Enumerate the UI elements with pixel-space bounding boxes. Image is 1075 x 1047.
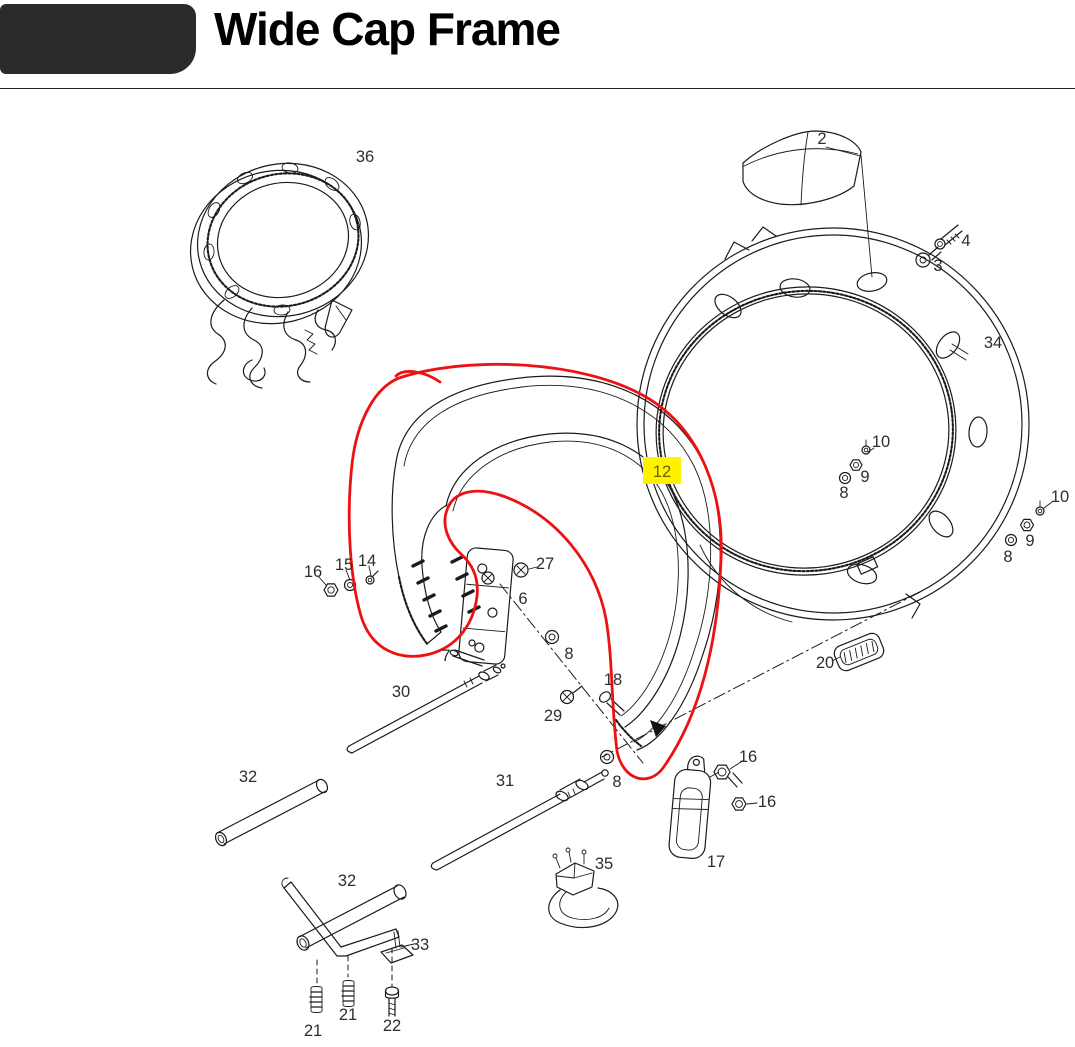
part-36-band [189,162,370,389]
part-label-21-left: 21 [304,1022,322,1040]
part-33-bracket [281,877,414,964]
part-14-stud-left [365,570,379,585]
part-34-ring-frame [636,226,1030,623]
part-labels: 36 2 4 3 34 10 9 8 10 9 8 12 27 14 15 16… [239,130,1069,1040]
part-label-4: 4 [961,232,970,250]
part-16-bolt-upper [713,764,743,788]
part-10-stud-b [1035,500,1045,516]
part-label-16-right-lower: 16 [758,793,776,811]
annotation-circle [347,362,723,781]
part-20-logo-plate [833,632,885,672]
part-label-32-lower: 32 [338,872,356,890]
part-label-36: 36 [356,148,374,166]
part-30-rod [346,663,506,754]
part-label-9-b: 9 [1025,532,1034,550]
part-label-12: 12 [653,463,671,481]
part-21-screw-left [309,986,323,1013]
part-label-8-mid: 8 [564,645,573,663]
part-label-10-a: 10 [872,433,890,451]
centerline-short [499,583,644,764]
part-9-nut-b [1019,518,1035,532]
part-label-20: 20 [816,654,834,672]
part-8-washer-mid [544,629,560,645]
part-label-18: 18 [604,671,622,689]
part-4-screw [934,224,963,250]
part-6-bracket [458,547,514,665]
part-2-cap-wedge [742,130,873,278]
part-label-32-upper: 32 [239,768,257,786]
leader-16-upper [729,759,745,770]
part-29-screw [559,685,583,705]
header-tab [0,4,196,74]
part-17-buckle [668,755,720,859]
leader-33 [400,943,415,948]
part-label-34: 34 [984,334,1002,352]
part-32-tube-lower [296,884,407,951]
part-35-cord-clip [548,847,619,929]
part-27-screw [481,562,538,585]
part-16-nut-left [323,583,339,597]
part-7-pin [449,639,485,667]
part-10-stud-a [861,439,871,455]
part-label-27: 27 [536,555,554,573]
part-32-tube-upper [214,778,329,847]
part-label-30: 30 [392,683,410,701]
part-label-7: 7 [441,647,450,665]
part-label-3: 3 [933,257,942,275]
part-label-31: 31 [496,772,514,790]
part-31-rod [430,769,609,871]
leader-16-left [317,575,327,586]
centerline-long [601,591,921,758]
part-label-6: 6 [518,590,527,608]
part-label-21-right: 21 [339,1006,357,1024]
page-title: Wide Cap Frame [214,3,561,55]
part-label-2: 2 [817,130,826,148]
highlight-12 [643,457,681,484]
part-label-9-a: 9 [860,468,869,486]
part-9-nut-a [849,459,863,471]
part-8-washer-b [1004,533,1018,547]
part-label-15: 15 [335,556,353,574]
leader-16-lower [746,802,758,805]
part-label-14: 14 [358,552,376,570]
leader-15-left [345,569,351,581]
header-divider [0,88,1075,89]
part-label-35: 35 [595,855,613,873]
part-label-8-low: 8 [612,773,621,791]
part-21-screw-right [341,980,355,1007]
part-label-16-right-upper: 16 [739,748,757,766]
leader-10a [867,447,875,453]
part-label-10-b: 10 [1051,488,1069,506]
part-label-8-a: 8 [839,484,848,502]
part-label-17: 17 [707,853,725,871]
part-label-29: 29 [544,707,562,725]
leader-10b [1043,501,1053,509]
part-12-cap-band [391,375,721,751]
leader-20 [831,656,841,662]
part-label-33: 33 [411,936,429,954]
part-label-22: 22 [383,1017,401,1035]
part-8-washer-a [838,471,852,485]
part-label-8-b: 8 [1003,548,1012,566]
part-16-bolt-lower [731,797,747,811]
leader-14-left [368,565,372,577]
part-label-16-left: 16 [304,563,322,581]
part-22-screw [384,986,400,1017]
